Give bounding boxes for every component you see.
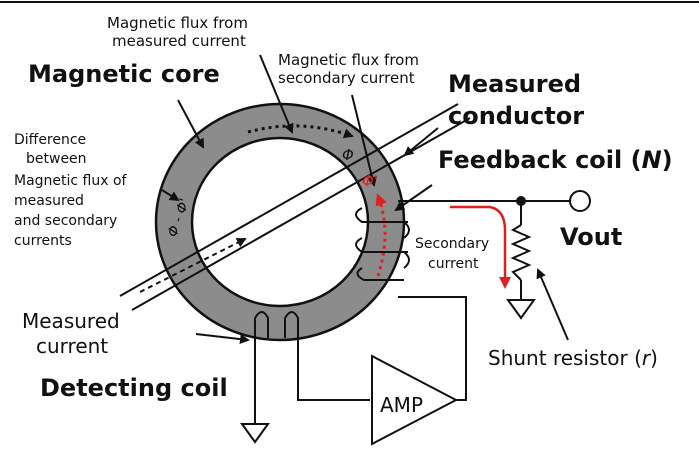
circuit-wiring [254, 200, 570, 424]
label-shunt-resistor: Shunt resistor (r) [488, 346, 658, 370]
label-secondary-current-1: Secondary [415, 236, 489, 252]
label-flux-measured-2: measured current [112, 32, 246, 50]
symbol-phi: Φ [342, 146, 354, 164]
label-magnetic-core: Magnetic core [28, 60, 220, 88]
label-measured-current-2: current [36, 334, 108, 358]
amp-block [371, 354, 459, 446]
pointer-arrows [161, 54, 569, 345]
secondary-current-arrow [450, 205, 511, 289]
vout-terminal [569, 190, 591, 212]
label-secondary-current-2: current [428, 256, 479, 272]
label-detecting-coil: Detecting coil [40, 374, 228, 402]
label-amp: AMP [380, 393, 423, 417]
detecting-coil-winding [254, 311, 299, 338]
label-measured-conductor-1: Measured [448, 70, 581, 98]
label-flux-measured-1: Magnetic flux from [107, 14, 248, 32]
label-difference-5: and secondary [14, 213, 117, 229]
label-flux-secondary-1: Magnetic flux from [278, 51, 419, 69]
label-vout: Vout [560, 223, 622, 251]
label-difference-6: currents [14, 233, 72, 249]
junction-dot [516, 196, 526, 206]
label-measured-current-1: Measured [22, 309, 120, 333]
feedback-coil-winding [355, 207, 410, 281]
flux-secondary-arrow [375, 193, 387, 277]
label-measured-conductor-2: conductor [448, 102, 584, 130]
symbol-phi-prime: Φ' [362, 172, 378, 190]
label-difference-1: Difference [14, 132, 86, 148]
label-flux-secondary-2: secondary current [278, 69, 415, 87]
shunt-resistor [510, 224, 532, 281]
ground-symbol-detecting [240, 423, 270, 444]
label-difference-3: Magnetic flux of [14, 173, 128, 189]
ground-symbol-shunt [506, 299, 536, 320]
label-difference-4: measured [14, 193, 84, 209]
label-difference-2: between [26, 151, 87, 167]
label-feedback-coil: Feedback coil (N) [438, 146, 673, 174]
